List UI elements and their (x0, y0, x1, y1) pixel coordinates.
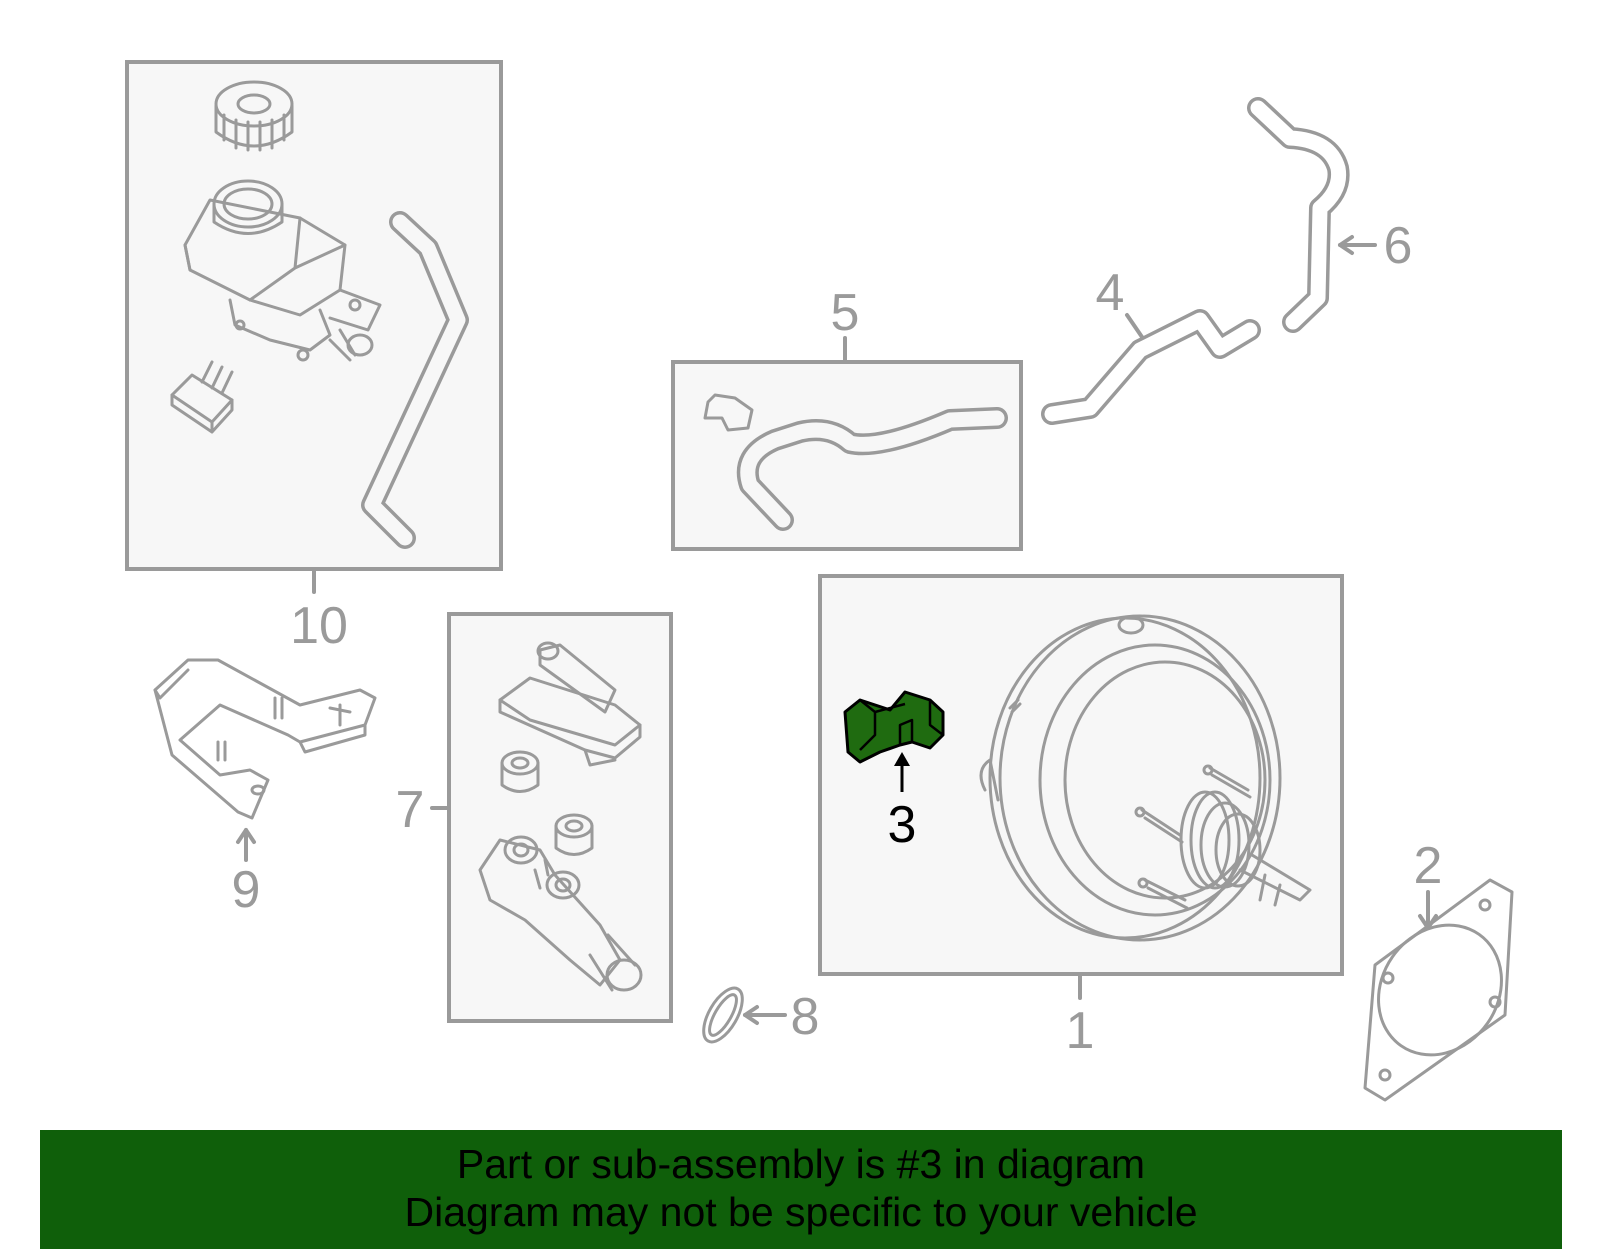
info-banner: Part or sub-assembly is #3 in diagram Di… (40, 1130, 1562, 1249)
brake-booster-group (818, 574, 1344, 1000)
grommet-2 (554, 813, 594, 856)
callout-10: 10 (290, 597, 348, 655)
bracket (153, 658, 377, 820)
hose-box (671, 360, 1023, 551)
callout-9: 9 (232, 861, 261, 919)
callout-7: 7 (396, 781, 425, 839)
banner-line-2: Diagram may not be specific to your vehi… (404, 1189, 1198, 1235)
brake-booster (979, 614, 1312, 942)
o-ring (702, 986, 744, 1044)
callout-5: 5 (831, 284, 860, 342)
callout-1: 1 (1066, 1002, 1095, 1060)
reservoir-assembly-group (125, 60, 503, 594)
hose-box-group (671, 336, 1023, 551)
fluid-level-sensor (170, 360, 234, 434)
grommet-1 (500, 750, 540, 793)
banner-line-1: Part or sub-assembly is #3 in diagram (456, 1141, 1146, 1187)
highlighted-part-3 (843, 690, 945, 792)
callout-2: 2 (1414, 837, 1443, 895)
brake-booster-box (818, 574, 1344, 976)
callout-8: 8 (791, 988, 820, 1046)
hose-clip (703, 393, 754, 432)
master-cylinder-body (478, 835, 643, 992)
master-cylinder-reservoir (498, 641, 642, 767)
callout-4: 4 (1096, 264, 1125, 322)
callout-3: 3 (888, 796, 917, 854)
vacuum-hose (736, 407, 1008, 531)
parts-diagram: 1 2 3 4 5 6 7 8 9 10 (125, 60, 1514, 1102)
reservoir-assembly-box (125, 60, 503, 571)
callout-6: 6 (1384, 217, 1413, 275)
master-cylinder-group (430, 612, 673, 1023)
reservoir-cap (214, 80, 294, 152)
gasket (1363, 878, 1514, 1102)
vacuum-tube (1041, 309, 1261, 425)
reservoir-body (183, 179, 382, 362)
upper-hose (1247, 97, 1350, 333)
reservoir-hose (361, 211, 469, 549)
